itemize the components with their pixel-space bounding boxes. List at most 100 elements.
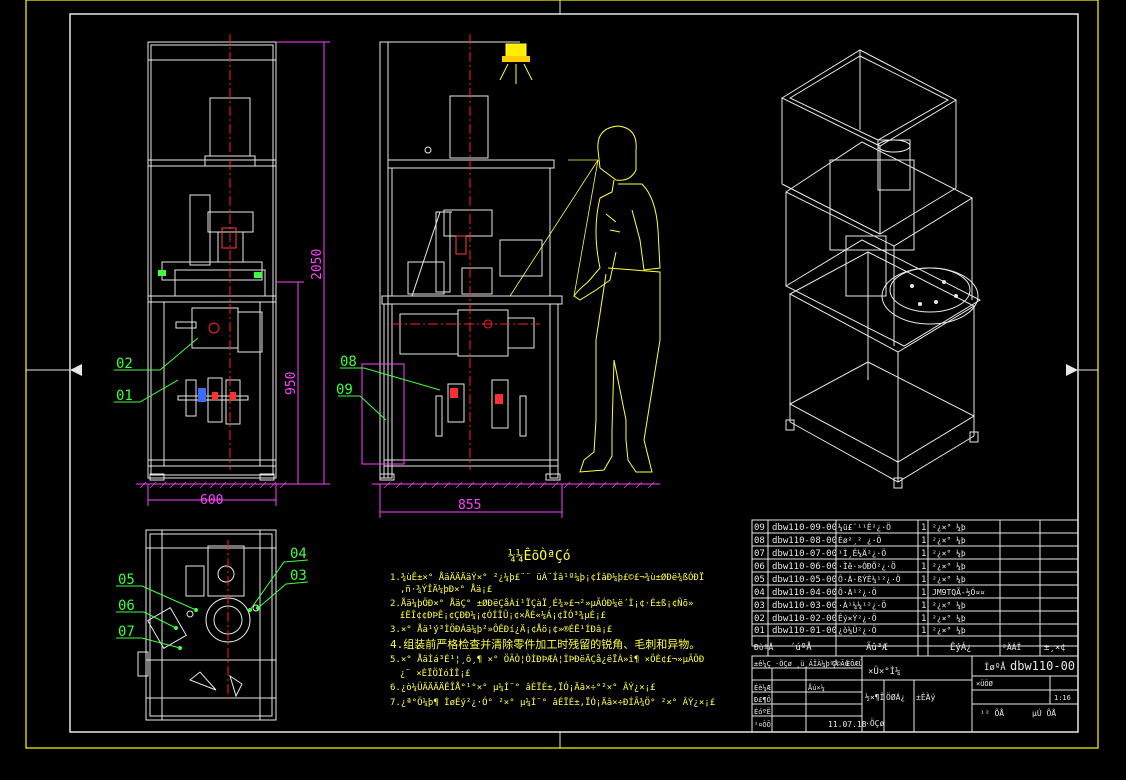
svg-text:ÊýÁ¿: ÊýÁ¿	[950, 641, 972, 653]
svg-text:²¿×° ¼þ: ²¿×° ¼þ	[932, 614, 966, 623]
svg-text:dbw110-05-00: dbw110-05-00	[772, 575, 837, 585]
isometric-view	[780, 49, 982, 489]
svg-text:1: 1	[921, 588, 926, 598]
operator-figure	[509, 125, 661, 473]
tb-label-check: Ð£¶Ô	[754, 695, 771, 704]
tb-date: 11.07.18	[828, 720, 867, 729]
notes-lines: 1.¾ùÊ±×° ÅäÄÄÄäÝ×° ²¿¼þ£¨¨ üÀ¨Íâ¹º¼þ¡¢Íâ…	[390, 571, 715, 708]
bom-row: 07 dbw110-07-00 ¹Ì¸Ê¼Ä²¿·Ö 1 ²¿×° ¼þ	[754, 547, 966, 559]
dim-width-front: 600	[200, 493, 223, 508]
drawing-number-label: ÍøºÅ	[984, 661, 1006, 673]
tb-zone: ·ÖÇø	[775, 659, 793, 668]
top-markers	[174, 606, 260, 650]
svg-text:·Ìê·»ÓÐÕ²¿·Ö: ·Ìê·»ÓÐÕ²¿·Ö	[838, 560, 896, 571]
tb-label-designer: Éè¼Æ	[754, 683, 772, 692]
balloon-05: 05	[118, 572, 135, 588]
note-line: £ËÎ¢¢ÐÞÊ¡¢ÇÐÐ¼¡¢ÓÍÎÛ¡¢×ÅÉ«¼Á¡¢ÌÓ³¾µÈ¡£	[400, 609, 606, 621]
balloon-01: 01	[116, 388, 133, 404]
svg-text:¿ò¼Ü²¿·Ö: ¿ò¼Ü²¿·Ö	[838, 625, 877, 635]
tb-weight: ÖØÁ¿	[886, 691, 905, 702]
svg-text:²¿×° ¼þ: ²¿×° ¼þ	[932, 575, 966, 584]
svg-text:²¿×° ¼þ: ²¿×° ¼þ	[932, 626, 966, 635]
svg-text:²¿×° ¼þ: ²¿×° ¼þ	[932, 549, 966, 558]
tb-label-review: ÉóºË	[754, 707, 771, 716]
tb-zone-2: ·ÖÇø	[865, 718, 884, 728]
svg-text:Ô·À·ßÝÈ¼¹²¿·Ö: Ô·À·ßÝÈ¼¹²¿·Ö	[838, 573, 901, 584]
bom-header: ÐòºÅ ´úºÅ Ãû³Æ ÊýÁ¿ ²ÄÁÏ ±¸×¢	[754, 641, 1066, 653]
tb-label-mark: ±ê¼Ç	[754, 660, 771, 668]
svg-text:dbw110-07-00: dbw110-07-00	[772, 549, 837, 559]
svg-text:²¿×° ¼þ: ²¿×° ¼þ	[932, 601, 966, 610]
sheet-title: ×Ü×°Í¼	[868, 665, 901, 677]
balloon-07: 07	[118, 624, 135, 640]
svg-text:·À¹¼¼¹²¿·Ö: ·À¹¼¼¹²¿·Ö	[838, 599, 886, 610]
svg-text:Êý×Ý²¿·Ö: Êý×Ý²¿·Ö	[838, 612, 877, 623]
svg-text:1: 1	[921, 614, 926, 624]
tb-label-process: ¹¤ÒÕ	[754, 720, 771, 729]
balloon-03: 03	[290, 568, 307, 584]
svg-text:¼ü£¨¹¹Ê²¿·Ö: ¼ü£¨¹¹Ê²¿·Ö	[838, 521, 891, 532]
note-line: 6.¿ò¼ÜÄÄÄÄÊÎÅ°¹°×° µ¼Í¨° âÉÏÈ±,ÏÓ¡Äâ×÷°²…	[390, 681, 656, 693]
notes-title: ¼¼ÊõÒªÇó	[508, 548, 571, 564]
svg-text:09: 09	[754, 523, 765, 533]
dim-width-side: 855	[458, 498, 481, 513]
svg-text:1: 1	[921, 536, 926, 546]
tb-change-doc: ¸ü¸ÄÎÄ¼þºÅ	[796, 659, 839, 668]
bom-row: 09 dbw110-09-00 ¼ü£¨¹¹Ê²¿·Ö 1 ²¿×° ¼þ	[754, 521, 966, 533]
svg-text:²¿×° ¼þ: ²¿×° ¼þ	[932, 562, 966, 571]
svg-text:1: 1	[921, 549, 926, 559]
lamp-icon	[499, 43, 533, 84]
bom-rows: 09 dbw110-09-00 ¼ü£¨¹¹Ê²¿·Ö 1 ²¿×° ¼þ 08…	[754, 521, 985, 636]
svg-text:dbw110-01-00: dbw110-01-00	[772, 626, 837, 636]
note-line: 1.¾ùÊ±×° ÅäÄÄÄäÝ×° ²¿¼þ£¨¨ üÀ¨Íâ¹º¼þ¡¢Íâ…	[390, 571, 704, 583]
note-line: 5.×° ÅäÌá³É¹¦¸ô¸¶ ×° ÖÃÒ¦ÒÌÐÞÆÀ¦ÌÞÐëÄÇå¿…	[390, 653, 704, 665]
balloon-04: 04	[290, 546, 307, 562]
front-view	[147, 41, 277, 481]
tb-scale-label: ±ÈÀý	[916, 691, 935, 702]
top-leaders	[116, 559, 309, 649]
svg-text:ÐòºÅ: ÐòºÅ	[754, 641, 773, 652]
svg-text:dbw110-02-00: dbw110-02-00	[772, 614, 837, 624]
svg-text:04: 04	[754, 588, 765, 598]
side-hatch	[383, 481, 655, 489]
bom-row: 06 dbw110-06-00 ·Ìê·»ÓÐÕ²¿·Ö 1 ²¿×° ¼þ	[754, 560, 966, 572]
svg-text:dbw110-09-00: dbw110-09-00	[772, 523, 837, 533]
tb-total-weight: ×ÜÖØ	[976, 679, 994, 688]
note-line: 7.¿ª°Ö¼þ¶ ÌøÉý²¿·Ó° ²×° µ¼Í¨° âÉÏÈ±,ÏÓ¡Ä…	[390, 696, 715, 708]
side-view	[379, 41, 563, 481]
bom-row: 08 dbw110-08-00 Éø²¸² ¿·Ö 1 ²¿×° ¼þ	[754, 534, 966, 546]
bom-row: 02 dbw110-02-00 Êý×Ý²¿·Ö 1 ²¿×° ¼þ	[754, 612, 966, 624]
note-line: 2.Åä¼þÖÐ×° ÅäÇ° ±ØÐëÇåÀí¹ÏÇàÏ¸É¾»£¬²»µÃÓ…	[390, 597, 693, 609]
svg-text:dbw110-08-00: dbw110-08-00	[772, 536, 837, 546]
balloon-02: 02	[116, 356, 133, 372]
svg-text:07: 07	[754, 549, 765, 559]
svg-text:´úºÅ: ´úºÅ	[790, 641, 812, 653]
svg-text:dbw110-03-00: dbw110-03-00	[772, 601, 837, 611]
svg-text:dbw110-04-00: dbw110-04-00	[772, 588, 837, 598]
bom-table	[751, 519, 1079, 657]
svg-text:Éø²¸² ¿·Ö: Éø²¸² ¿·Ö	[838, 534, 882, 545]
front-leaders	[114, 337, 199, 403]
bom-row: 01 dbw110-01-00 ¿ò¼Ü²¿·Ö 1 ²¿×° ¼þ	[754, 625, 966, 636]
tb-stage: ½×¶Î	[865, 691, 884, 702]
side-view-accents	[392, 34, 540, 470]
svg-text:05: 05	[754, 575, 765, 585]
bom-row: 03 dbw110-03-00 ·À¹¼¼¹²¿·Ö 1 ²¿×° ¼þ	[754, 599, 966, 611]
note-line: 3.×° Åä¹ý³ÌÖÐÁã¼þ²»ÔÊÐí¿Ä¡¢Åö¡¢»®ÉË¹ÍÐâ¡…	[390, 623, 612, 635]
svg-text:1: 1	[921, 523, 926, 533]
svg-text:²¿×° ¼þ: ²¿×° ¼þ	[932, 523, 966, 532]
iso-dots	[910, 280, 958, 306]
svg-text:1: 1	[921, 575, 926, 585]
balloon-09: 09	[336, 382, 353, 398]
note-line: ¿¨ ×ÈÏÖÏóÌÎ¡£	[400, 667, 470, 679]
balloon-08: 08	[340, 354, 357, 370]
drawing-number: dbw110-00	[1010, 659, 1075, 673]
front-dimensions	[136, 41, 330, 506]
note-line: ,ñ·¾ÝÎÄ¼þÐ×° Åä¡£	[400, 583, 492, 595]
svg-text:¹Ì¸Ê¼Ä²¿·Ö: ¹Ì¸Ê¼Ä²¿·Ö	[838, 547, 886, 558]
svg-text:1: 1	[921, 626, 926, 636]
svg-text:1: 1	[921, 562, 926, 572]
svg-text:03: 03	[754, 601, 765, 611]
